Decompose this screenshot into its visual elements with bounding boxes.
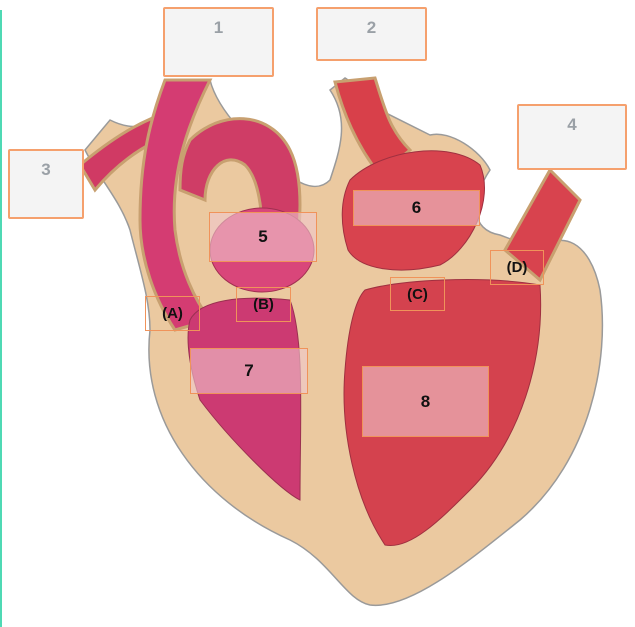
label-7-right-ventricle: 7 bbox=[190, 348, 308, 394]
valve-label-c: (C) bbox=[390, 277, 445, 311]
drop-zone-1[interactable]: 1 bbox=[163, 7, 274, 77]
label-text: 5 bbox=[258, 227, 268, 246]
label-text: 8 bbox=[420, 391, 431, 411]
label-text: (A) bbox=[162, 305, 183, 322]
label-text: (D) bbox=[506, 259, 528, 276]
drop-zone-label: 3 bbox=[41, 160, 51, 179]
label-text: 6 bbox=[411, 198, 422, 217]
drop-zone-label: 1 bbox=[213, 18, 224, 37]
label-text: 7 bbox=[244, 361, 254, 380]
drop-zone-3[interactable]: 3 bbox=[8, 149, 84, 219]
label-8-left-ventricle: 8 bbox=[362, 366, 489, 437]
accent-rule bbox=[0, 10, 2, 627]
label-text: (C) bbox=[407, 285, 428, 303]
valve-label-b: (B) bbox=[236, 287, 291, 322]
valve-label-d: (D) bbox=[490, 250, 544, 285]
drop-zone-4[interactable]: 4 bbox=[517, 104, 627, 170]
label-text: (B) bbox=[253, 296, 274, 313]
label-5-right-atrium: 5 bbox=[209, 212, 317, 262]
valve-label-a: (A) bbox=[145, 296, 200, 331]
label-6-left-atrium: 6 bbox=[353, 190, 480, 226]
drop-zone-label: 2 bbox=[366, 18, 377, 37]
drop-zone-2[interactable]: 2 bbox=[316, 7, 427, 61]
drop-zone-label: 4 bbox=[567, 115, 577, 134]
